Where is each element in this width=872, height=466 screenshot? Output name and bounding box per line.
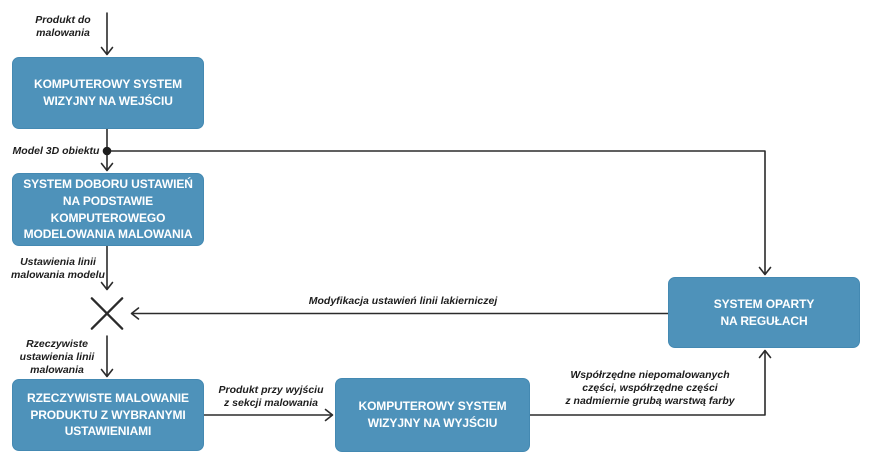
node-actual-painting: RZECZYWISTE MALOWANIE PRODUKTU Z WYBRANY… bbox=[12, 379, 204, 451]
edge-label-product-out: Produkt przy wyjściu z sekcji malowania bbox=[218, 384, 324, 409]
node-vision-system-output: KOMPUTEROWY SYSTEM WIZYJNY NA WYJŚCIU bbox=[335, 378, 530, 452]
node-label: RZECZYWISTE MALOWANIE PRODUKTU Z WYBRANY… bbox=[27, 391, 189, 439]
node-label: SYSTEM DOBORU USTAWIEŃ NA PODSTAWIE KOMP… bbox=[23, 177, 193, 242]
edge-label-product-in: Produkt do malowania bbox=[35, 14, 91, 39]
node-label: KOMPUTEROWY SYSTEM WIZYJNY NA WYJŚCIU bbox=[358, 399, 507, 430]
edge-modification-arrow bbox=[130, 307, 669, 320]
edge-label-model-3d: Model 3D obiektu bbox=[12, 145, 100, 157]
node-label: KOMPUTEROWY SYSTEM WIZYJNY NA WEJŚCIU bbox=[34, 77, 182, 108]
edge-label-line-modification: Modyfikacja ustawień linii lakierniczej bbox=[308, 295, 498, 307]
branch-dot bbox=[102, 146, 112, 156]
edge-label-paint-coordinates: Współrzędne niepomalowanych części, wspó… bbox=[565, 369, 735, 407]
edge-model-3d-branch-to-rule-based bbox=[106, 150, 772, 276]
node-label: SYSTEM OPARTY NA REGUŁACH bbox=[713, 296, 815, 328]
edge-product-out-arrow bbox=[203, 408, 334, 422]
edge-label-model-line-settings: Ustawienia linii malowania modelu bbox=[11, 256, 105, 281]
node-settings-selection-system: SYSTEM DOBORU USTAWIEŃ NA PODSTAWIE KOMP… bbox=[12, 173, 204, 246]
edge-actual-settings-arrow bbox=[100, 335, 114, 378]
edge-label-actual-line-settings: Rzeczywiste ustawienia linii malowania bbox=[19, 338, 95, 376]
edge-product-in-arrow bbox=[100, 12, 114, 56]
edge-coordinates-to-rule-based bbox=[529, 349, 772, 416]
edge-model-settings-arrow bbox=[100, 245, 114, 291]
node-rule-based-system: SYSTEM OPARTY NA REGUŁACH bbox=[668, 277, 860, 348]
node-vision-system-input: KOMPUTEROWY SYSTEM WIZYJNY NA WEJŚCIU bbox=[12, 57, 204, 129]
summing-junction-icon bbox=[85, 292, 129, 335]
